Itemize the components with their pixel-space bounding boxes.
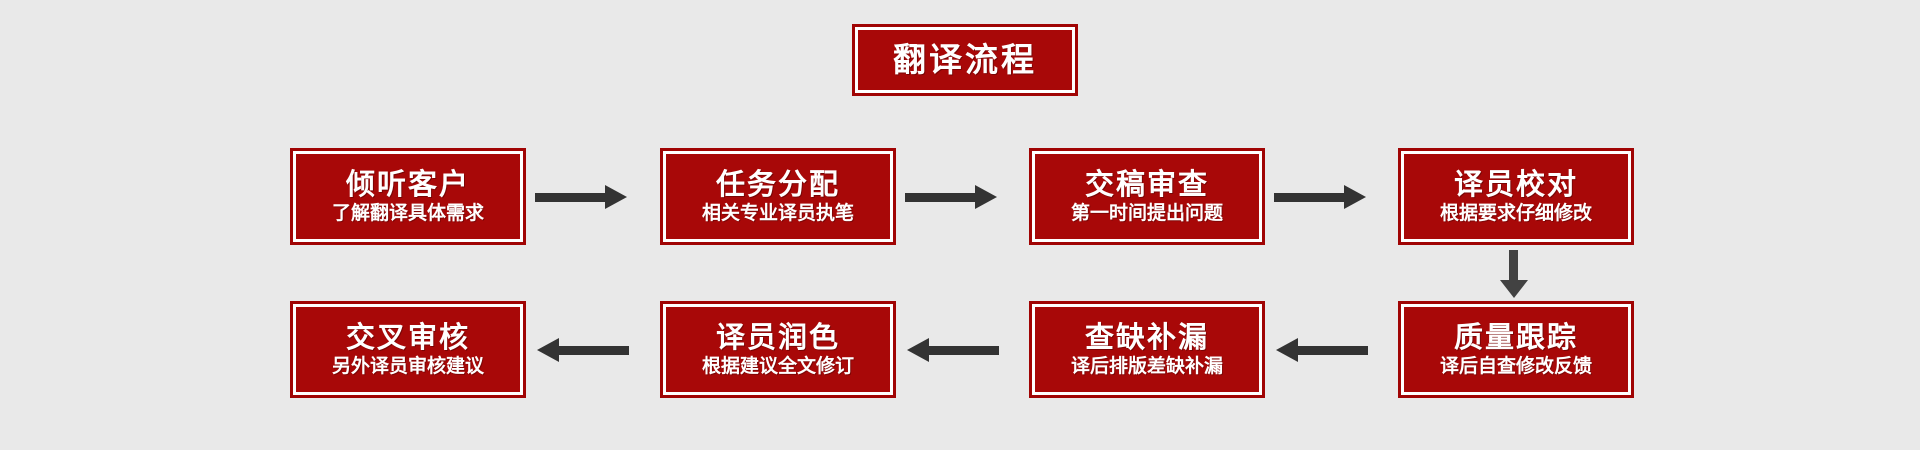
step-4-subtitle: 根据要求仔细修改 xyxy=(1439,201,1592,224)
step-1-subtitle: 了解翻译具体需求 xyxy=(331,201,484,224)
step-box-5[interactable]: 质量跟踪 译后自查修改反馈 xyxy=(1398,301,1634,398)
arrow-head xyxy=(907,338,929,362)
arrow-head xyxy=(1500,280,1528,298)
arrow-head xyxy=(605,185,627,209)
diagram-title-text: 翻译流程 xyxy=(893,39,1037,79)
step-3-subtitle: 第一时间提出问题 xyxy=(1070,201,1223,224)
step-6-title: 查缺补漏 xyxy=(1084,320,1209,355)
arrow-head xyxy=(975,185,997,209)
step-box-6[interactable]: 查缺补漏 译后排版差缺补漏 xyxy=(1029,301,1265,398)
arrow-shaft xyxy=(557,346,629,355)
arrow-left-icon-1 xyxy=(1274,336,1368,364)
arrow-left-icon-3 xyxy=(535,336,629,364)
step-box-4[interactable]: 译员校对 根据要求仔细修改 xyxy=(1398,148,1634,245)
arrow-shaft xyxy=(1296,346,1368,355)
step-5-title: 质量跟踪 xyxy=(1453,320,1578,355)
arrow-head xyxy=(1344,185,1366,209)
step-box-1[interactable]: 倾听客户 了解翻译具体需求 xyxy=(290,148,526,245)
step-1-title: 倾听客户 xyxy=(345,167,470,202)
step-8-subtitle: 另外译员审核建议 xyxy=(331,354,484,377)
step-7-subtitle: 根据建议全文修订 xyxy=(701,354,854,377)
arrow-shaft xyxy=(927,346,999,355)
step-box-2[interactable]: 任务分配 相关专业译员执笔 xyxy=(660,148,896,245)
step-2-title: 任务分配 xyxy=(715,167,840,202)
step-box-7[interactable]: 译员润色 根据建议全文修订 xyxy=(660,301,896,398)
step-7-title: 译员润色 xyxy=(715,320,840,355)
arrow-right-icon-2 xyxy=(905,183,999,211)
diagram-title-box: 翻译流程 xyxy=(852,24,1078,96)
arrow-shaft xyxy=(535,193,607,202)
arrow-shaft xyxy=(905,193,977,202)
step-3-title: 交稿审查 xyxy=(1084,167,1209,202)
step-box-3[interactable]: 交稿审查 第一时间提出问题 xyxy=(1029,148,1265,245)
arrow-left-icon-2 xyxy=(905,336,999,364)
step-5-subtitle: 译后自查修改反馈 xyxy=(1439,354,1592,377)
arrow-shaft xyxy=(1274,193,1346,202)
arrow-right-icon-1 xyxy=(535,183,629,211)
step-4-title: 译员校对 xyxy=(1453,167,1578,202)
arrow-head xyxy=(1276,338,1298,362)
step-6-subtitle: 译后排版差缺补漏 xyxy=(1070,354,1223,377)
arrow-right-icon-3 xyxy=(1274,183,1368,211)
arrow-head xyxy=(537,338,559,362)
arrow-shaft xyxy=(1509,250,1518,282)
arrow-down-icon xyxy=(1500,250,1528,298)
step-8-title: 交叉审核 xyxy=(345,320,470,355)
step-box-8[interactable]: 交叉审核 另外译员审核建议 xyxy=(290,301,526,398)
step-2-subtitle: 相关专业译员执笔 xyxy=(701,201,854,224)
